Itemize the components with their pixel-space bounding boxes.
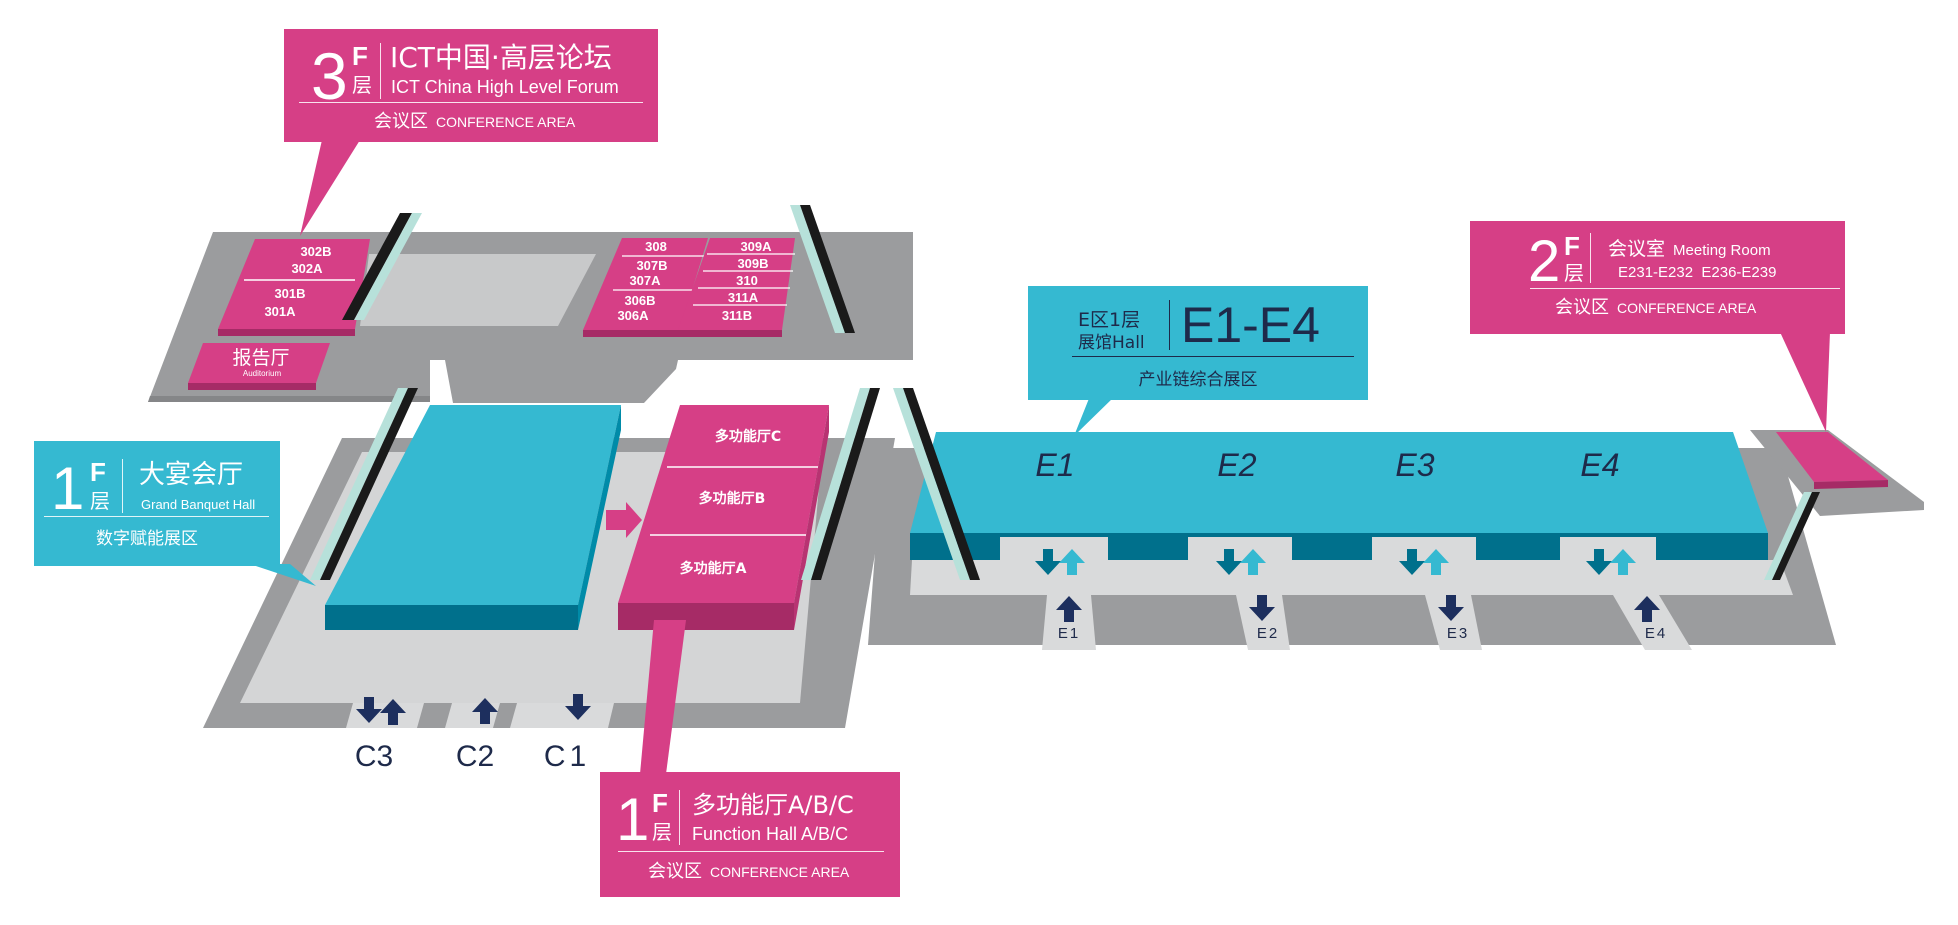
- function-hall-title-en: Function Hall A/B/C: [692, 824, 849, 844]
- e-zone-floor: E区1层: [1078, 309, 1141, 331]
- floor-letter: F: [90, 457, 106, 487]
- floor-2f-plate: [1750, 430, 1924, 516]
- escalator-3f-right: [790, 205, 855, 333]
- auditorium[interactable]: 报告厅 Auditorium: [188, 343, 330, 390]
- entrance-c1: C1: [544, 740, 590, 773]
- exhibit-hall-labels: E1 E2 E3 E4: [1035, 447, 1619, 483]
- room-309a: 309A: [740, 239, 772, 254]
- right-arrow-icon: [606, 502, 642, 538]
- callout-e-hall: E区1层 展馆Hall E1-E4 产业链综合展区: [1028, 286, 1368, 400]
- callout-3f-forum: 3 F 层 ICT中国·高层论坛 ICT China High Level Fo…: [284, 29, 658, 142]
- hall-e2: E2: [1217, 447, 1256, 483]
- e-hall-doors: [1000, 537, 1656, 560]
- room-311a: 311A: [728, 290, 759, 305]
- forum-title-cn: ICT中国·高层论坛: [390, 41, 612, 74]
- banquet-title-en: Grand Banquet Hall: [141, 497, 256, 512]
- entrance-e1: E1: [1058, 625, 1080, 642]
- callout-1f-banquet: 1 F 层 大宴会厅 Grand Banquet Hall 数字赋能展区: [34, 441, 280, 566]
- floor-suffix: 层: [90, 489, 110, 513]
- function-hall-title-cn: 多功能厅A/B/C: [692, 791, 854, 819]
- room-310: 310: [736, 273, 758, 288]
- room-301b: 301B: [274, 286, 305, 301]
- callout-pointer-2f: [1780, 332, 1830, 432]
- function-hall-b: 多功能厅B: [699, 490, 766, 507]
- room-311b: 311B: [722, 308, 752, 323]
- digital-empowerment-zone: 数字赋能展区: [96, 529, 198, 549]
- room-308: 308: [645, 239, 667, 254]
- callout-pointer-e-hall: [1074, 396, 1115, 436]
- floor-letter: F: [352, 41, 368, 71]
- room-301a: 301A: [264, 304, 296, 319]
- room-307b: 307B: [636, 258, 667, 273]
- grand-banquet-hall[interactable]: [325, 405, 621, 630]
- floor-letter: F: [652, 788, 668, 818]
- hall-e4: E4: [1580, 447, 1619, 483]
- room-307a: 307A: [629, 273, 661, 288]
- function-hall-c: 多功能厅C: [715, 428, 781, 445]
- e-hall-building[interactable]: [910, 432, 1768, 560]
- industry-chain-zone: 产业链综合展区: [1138, 370, 1258, 390]
- room-labels-right: 309A 309B 310 311A 311B: [722, 239, 772, 323]
- room-labels-left: 302B 302A 301B 301A: [264, 244, 331, 319]
- room-labels-mid: 308 307B 307A 306B 306A: [617, 239, 667, 323]
- room-block-309-311[interactable]: [678, 238, 795, 337]
- function-hall-a: 多功能厅A: [680, 560, 747, 577]
- meeting-room-numbers: E231-E232 E236-E239: [1618, 264, 1777, 281]
- floor-number: 2: [1528, 229, 1561, 294]
- room-306b: 306B: [624, 293, 655, 308]
- auditorium-label-cn: 报告厅: [232, 347, 289, 369]
- floor-number: 1: [616, 786, 650, 853]
- room-306a: 306A: [617, 308, 649, 323]
- e-hall-range: E1-E4: [1181, 297, 1320, 353]
- entrance-e2: E2: [1257, 625, 1279, 642]
- hall-e3: E3: [1395, 447, 1434, 483]
- callout-pointer-3f: [300, 140, 360, 236]
- callout-pointer-banquet: [250, 564, 316, 586]
- room-302a: 302A: [291, 261, 323, 276]
- floor-letter: F: [1564, 231, 1580, 261]
- escalator-e-hall: [893, 388, 980, 580]
- forum-title-en: ICT China High Level Forum: [391, 77, 619, 97]
- entrance-e4: E4: [1645, 625, 1667, 642]
- function-hall-labels: 多功能厅C 多功能厅B 多功能厅A: [680, 428, 782, 577]
- room-block-302-301[interactable]: [218, 239, 370, 336]
- c-entrance-labels: C3 C2 C1: [355, 740, 590, 773]
- escalator-1f-left: [310, 388, 418, 580]
- e-entrance-walkways: [1042, 595, 1692, 650]
- callout-pointer-function: [640, 620, 686, 774]
- floor-suffix: 层: [1564, 261, 1584, 285]
- floor-suffix: 层: [652, 820, 672, 844]
- room-309b: 309B: [737, 256, 768, 271]
- floor-number: 3: [311, 39, 348, 113]
- entrance-c2: C2: [456, 740, 494, 773]
- escalator-3f-left: [342, 213, 422, 320]
- room-302b: 302B: [300, 244, 331, 259]
- hall-e1: E1: [1035, 447, 1074, 483]
- escalator-1f-mid: [801, 388, 880, 580]
- floor-suffix: 层: [352, 73, 372, 97]
- e-zone-hall: 展馆Hall: [1078, 333, 1145, 353]
- banquet-title-cn: 大宴会厅: [139, 460, 244, 490]
- entrance-e3: E3: [1447, 625, 1469, 642]
- e-entrance-labels: E1 E2 E3 E4: [1058, 625, 1667, 642]
- entrance-c3: C3: [355, 740, 393, 773]
- room-block-308-306[interactable]: [583, 238, 708, 337]
- escalator-e-hall-right: [1764, 492, 1820, 580]
- floor-number: 1: [51, 455, 85, 522]
- auditorium-label-en: Auditorium: [243, 369, 282, 378]
